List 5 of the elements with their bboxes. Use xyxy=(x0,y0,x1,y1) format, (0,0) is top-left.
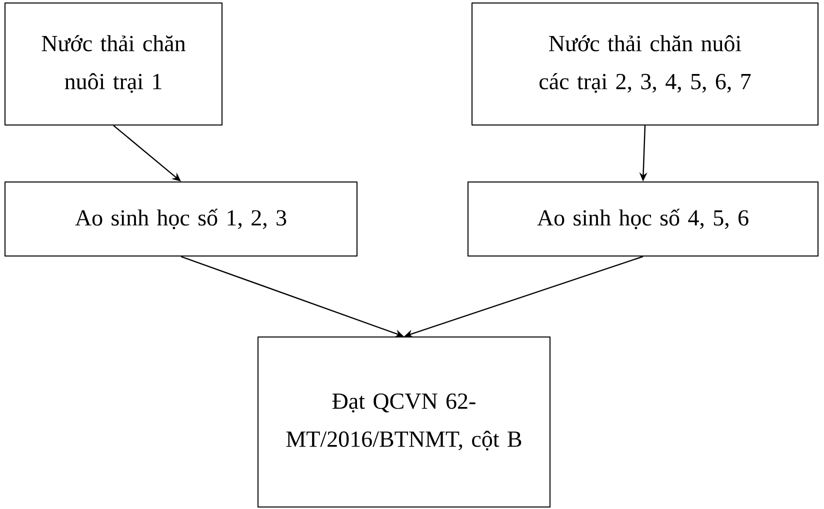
pond-box: Ao sinh học số 1, 2, 3 xyxy=(4,182,358,256)
source-box: Nước thải chăn nuôi trại 1 xyxy=(4,2,222,126)
result-box: Đạt QCVN 62-MT/2016/BTNMT, cột B xyxy=(258,336,550,508)
pond-box: Ao sinh học số 4, 5, 6 xyxy=(468,182,818,256)
source-box: Nước thải chăn nuôi các trại 2, 3, 4, 5, 6, 7 xyxy=(472,2,818,126)
